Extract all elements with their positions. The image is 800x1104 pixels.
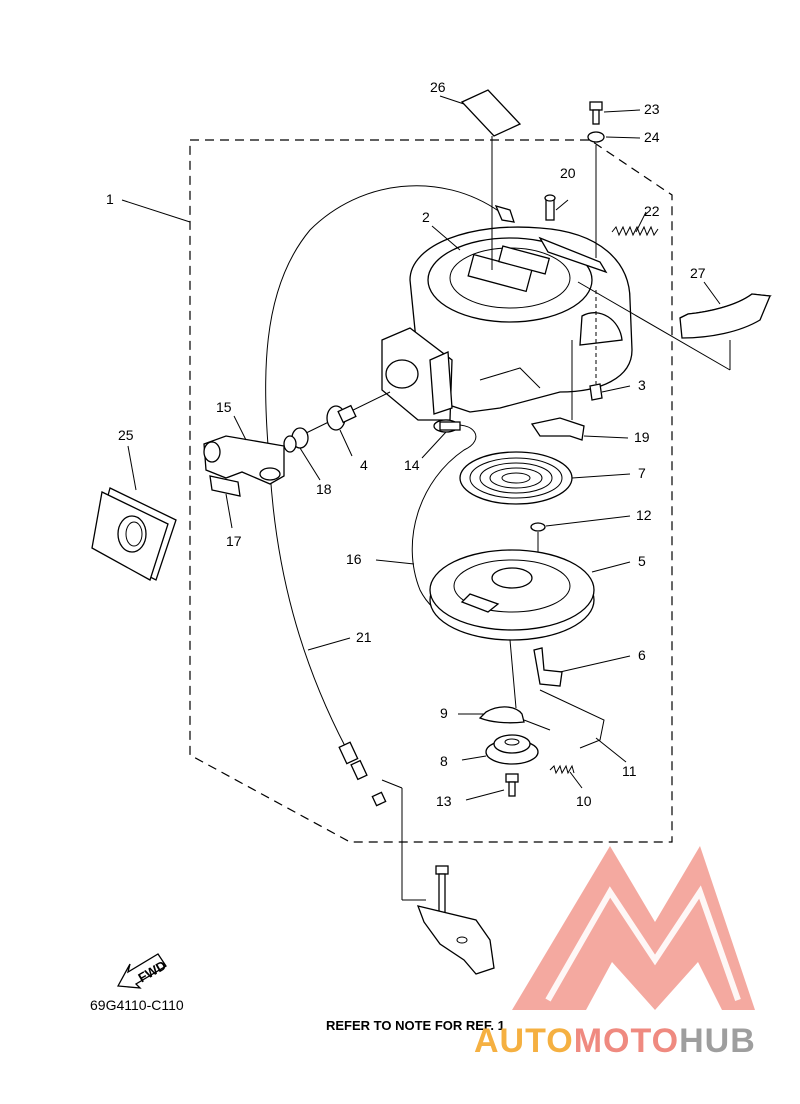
leader-lines [121, 95, 721, 801]
ref-label-23: 23 [644, 101, 660, 117]
diagram-code: 69G4110-C110 [90, 997, 184, 1013]
part-17-clip [209, 475, 241, 497]
ref-label-5: 5 [638, 553, 646, 569]
part-13-bolt [505, 773, 519, 797]
part-3-nut [589, 383, 603, 401]
ref-label-15: 15 [216, 399, 232, 415]
ref-label-18: 18 [316, 481, 332, 497]
part-14-clip [433, 419, 461, 433]
part-8-drive-plate [485, 734, 539, 765]
part-21-cable [265, 185, 501, 749]
mounting-bracket [381, 779, 495, 975]
part-26-label [460, 89, 522, 137]
ref-label-7: 7 [638, 465, 646, 481]
ref-label-3: 3 [638, 377, 646, 393]
watermark-text: AUTOMOTOHUB [474, 1022, 756, 1060]
ref-label-9: 9 [440, 705, 448, 721]
watermark-hub: HUB [679, 1022, 756, 1060]
part-23-bolt [589, 101, 603, 125]
ref-label-6: 6 [638, 647, 646, 663]
ref-label-8: 8 [440, 753, 448, 769]
ref-label-20: 20 [560, 165, 576, 181]
ref-label-10: 10 [576, 793, 592, 809]
ref-label-13: 13 [436, 793, 452, 809]
part-19-lever [530, 417, 585, 441]
ref-label-11: 11 [622, 763, 637, 779]
part-11-wire [539, 689, 605, 749]
part-4-linkage [299, 391, 391, 437]
ref-label-17: 17 [226, 533, 242, 549]
reference-note: REFER TO NOTE FOR REF. 1 [326, 1018, 505, 1033]
ref-label-19: 19 [634, 429, 650, 445]
part-7-spiral-spring [459, 451, 573, 505]
part-18-nut [283, 427, 309, 453]
watermark-logo [512, 846, 755, 1010]
ref-label-25: 25 [118, 427, 134, 443]
ref-label-12: 12 [636, 507, 652, 523]
ref-label-22: 22 [644, 203, 660, 219]
ref-label-2: 2 [422, 209, 430, 225]
part-9-plate [478, 706, 525, 724]
ref-label-27: 27 [690, 265, 706, 281]
part-6-pawl [533, 647, 563, 687]
ref-label-26: 26 [430, 79, 446, 95]
watermark-auto: AUTO [474, 1022, 574, 1060]
part-12-circlip [530, 522, 546, 532]
watermark-moto: MOTO [574, 1022, 679, 1060]
ref-label-1: 1 [106, 191, 114, 207]
ref-label-4: 4 [360, 457, 368, 473]
cable-end [338, 741, 387, 807]
part-22-spring [611, 225, 659, 237]
part-5-reel [429, 549, 595, 641]
fwd-arrow-icon [116, 953, 167, 989]
ref-label-16: 16 [346, 551, 362, 567]
part-24-washer [587, 131, 605, 143]
part-25-grommet [91, 487, 177, 581]
ref-label-24: 24 [644, 129, 660, 145]
part-15-bracket [203, 435, 285, 485]
assembly-boundary [189, 139, 673, 843]
starter-housing [381, 226, 633, 421]
ref-label-14: 14 [404, 457, 420, 473]
ref-label-21: 21 [356, 629, 372, 645]
part-20-pin [544, 194, 556, 221]
part-10-spring [549, 764, 575, 775]
